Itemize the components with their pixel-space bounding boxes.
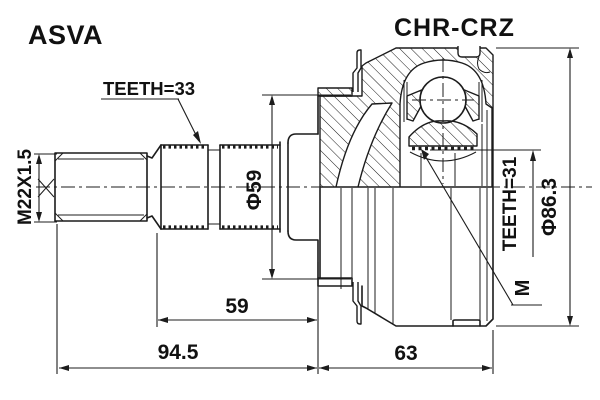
- leader-inner-spline-mark: [421, 149, 542, 306]
- dimension-thread: [34, 153, 57, 223]
- thread-chamfer-tl: [54, 152, 64, 162]
- housing-od-groove-bottom: [452, 319, 481, 327]
- boot-clamp-tab-bottom: [352, 282, 362, 325]
- label-thread-spec: M22X1.5: [15, 149, 36, 225]
- housing-bottom-outline: [361, 187, 494, 327]
- outer-housing-section: [287, 46, 494, 188]
- outer-housing-bottom-profile: [287, 187, 494, 327]
- center-drill-mark: [37, 178, 55, 198]
- boot-clamp-tab-top: [352, 49, 362, 92]
- part-code-title: CHR-CRZ: [394, 14, 515, 42]
- brand-logo: ASVA: [28, 20, 103, 50]
- shaft-spline-section: [160, 144, 281, 230]
- label-outer-diameter: Φ86.3: [538, 178, 561, 236]
- label-teeth-inner: TEETH=31: [500, 156, 521, 251]
- label-boot-diameter: Φ59: [243, 170, 266, 211]
- dimension-shaft-length: [56, 224, 319, 374]
- label-inner-spline-mark: M: [512, 280, 534, 297]
- bearing-assembly: [403, 58, 488, 186]
- housing-silhouette-lines: [340, 188, 488, 324]
- thread-chamfer-tr: [139, 152, 148, 161]
- label-shaft-length: 94.5: [158, 341, 199, 364]
- dimension-outer-diameter: [496, 47, 579, 327]
- dimension-inner-teeth: [430, 149, 541, 257]
- label-spline-length: 59: [225, 295, 248, 318]
- leader-teeth-outer: [101, 98, 201, 144]
- housing-od-groove-top: [457, 46, 481, 58]
- dimension-boot-diameter: [262, 94, 351, 280]
- thread-chamfer-br: [139, 213, 148, 222]
- label-teeth-outer: TEETH=33: [103, 78, 195, 99]
- stem-step-top: [287, 133, 319, 144]
- thread-chamfer-bl: [54, 212, 64, 222]
- dimension-spline-length: [156, 233, 317, 327]
- label-housing-length: 63: [394, 342, 417, 365]
- shaft-transition-cone: [146, 144, 162, 230]
- boot-seat-strip-top: [317, 87, 353, 97]
- housing-circlip-groove: [477, 56, 491, 74]
- dimension-housing-length: [319, 330, 494, 374]
